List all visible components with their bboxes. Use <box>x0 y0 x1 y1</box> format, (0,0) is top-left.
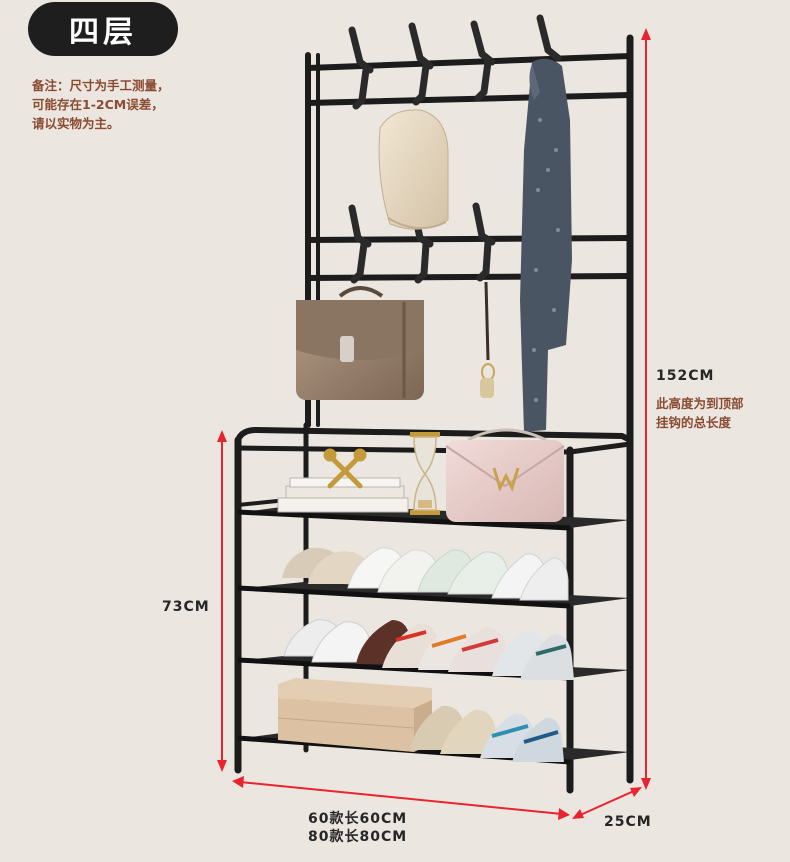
depth-label: 25CM <box>604 814 652 830</box>
shoes-row-2 <box>283 619 574 680</box>
hourglass <box>410 432 440 515</box>
shelf-height-label: 73CM <box>162 599 210 615</box>
height-note-line-1: 此高度为到顶部 <box>656 396 744 411</box>
length-label-60: 60款长60CM <box>308 811 408 827</box>
total-height-label: 152CM <box>656 368 715 384</box>
keychain <box>480 281 495 398</box>
shoes-row-1 <box>282 547 569 601</box>
height-note-line-2: 挂钩的总长度 <box>656 415 732 430</box>
books <box>277 477 409 513</box>
brown-handbag <box>296 286 424 400</box>
note-line-3: 请以实物为主。 <box>32 116 120 131</box>
height-note: 此高度为到顶部 挂钩的总长度 <box>656 394 744 432</box>
note-line-2: 可能存在1-2CM误差， <box>32 97 164 112</box>
pink-handbag <box>445 428 565 522</box>
length-label-80: 80款长80CM <box>308 829 408 845</box>
scarf <box>520 58 572 433</box>
cap <box>378 109 449 230</box>
layer-count-badge: 四层 <box>28 2 178 56</box>
measurement-note: 备注：尺寸为手工测量， 可能存在1-2CM误差， 请以实物为主。 <box>32 76 170 133</box>
hooks <box>348 14 562 284</box>
measure-lines <box>217 28 651 820</box>
note-line-1: 备注：尺寸为手工测量， <box>32 78 170 93</box>
gold-ornament <box>323 448 367 489</box>
shoes-row-3 <box>410 705 564 762</box>
storage-box <box>277 678 432 752</box>
